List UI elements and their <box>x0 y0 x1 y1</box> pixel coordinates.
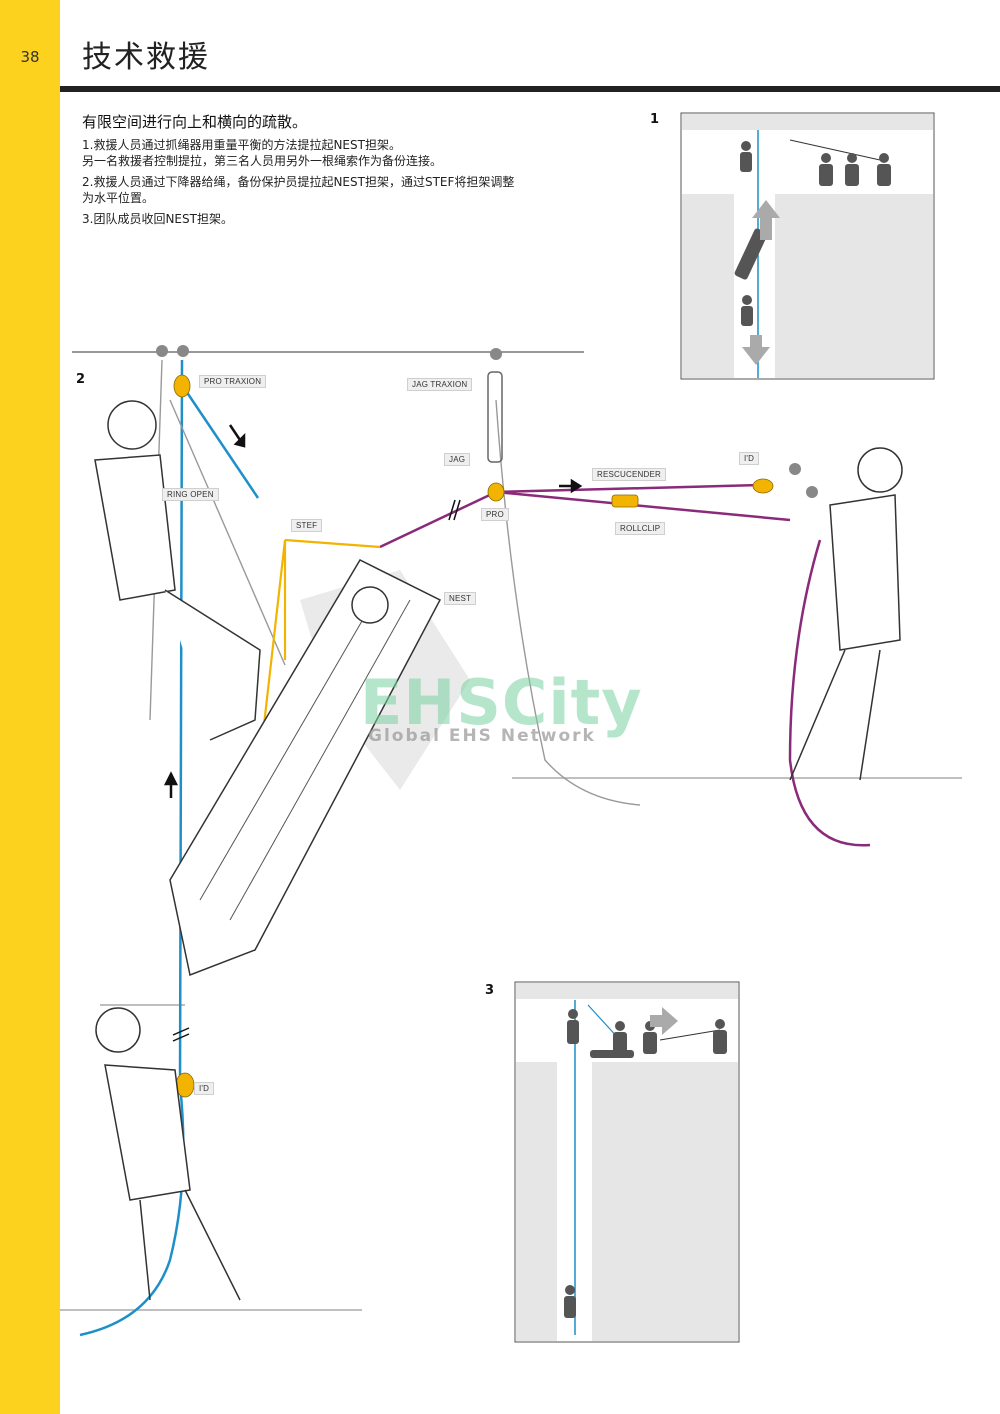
label-rescucender: RESCUCENDER <box>592 468 666 481</box>
step-line-2: 另一名救援者控制提拉，第三名人员用另外一根绳索作为备份连接。 <box>82 154 443 168</box>
step-line-5: 3.团队成员收回NEST担架。 <box>82 212 233 226</box>
title-rule <box>60 86 1000 92</box>
label-nest: NEST <box>444 592 477 605</box>
nest-stretcher <box>169 559 442 977</box>
label-id-top: I'D <box>739 452 760 465</box>
figure-1-diagram <box>680 112 935 380</box>
step-line-4: 为水平位置。 <box>82 191 155 205</box>
label-pro: PRO <box>481 508 509 521</box>
step-line-3: 2.救援人员通过下降器给绳，备份保护员提拉起NEST担架，通过STEF将担架调整 <box>82 175 515 189</box>
label-stef: STEF <box>291 519 323 532</box>
watermark-brand: EHSCity <box>360 666 643 739</box>
figure-3-diagram <box>514 981 740 1343</box>
step-line-1: 1.救援人员通过抓绳器用重量平衡的方法提拉起NEST担架。 <box>82 138 401 152</box>
yellow-sidebar <box>0 0 60 1414</box>
label-pro-traxion: PRO TRAXION <box>199 375 267 388</box>
label-id-bottom: I'D <box>194 1082 215 1095</box>
label-jag: JAG <box>444 453 471 466</box>
blue-rope <box>79 359 260 1337</box>
section-heading: 有限空间进行向上和横向的疏散。 <box>82 113 308 131</box>
label-rollclip: ROLLCLIP <box>615 522 666 535</box>
page-title: 技术救援 <box>82 40 210 75</box>
figure-1-number: 1 <box>650 112 660 127</box>
label-ring-open: RING OPEN <box>162 488 219 501</box>
figure-3-number: 3 <box>485 983 495 998</box>
figure-2-number: 2 <box>76 372 86 387</box>
label-jag-traxion: JAG TRAXION <box>407 378 473 391</box>
watermark-tagline: Global EHS Network <box>368 726 596 746</box>
page-number: 38 <box>20 48 40 66</box>
